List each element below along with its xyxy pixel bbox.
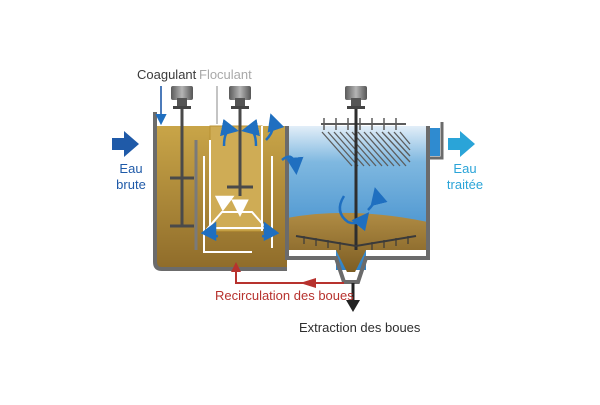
settling-tank [285, 86, 444, 284]
raw-water-label-line2: brute [116, 177, 146, 192]
reaction-tank-wall [153, 112, 287, 271]
reaction-flow-arrows [200, 113, 285, 242]
scraper-blades [303, 236, 409, 250]
raw-water-label-line1: Eau [119, 161, 143, 176]
flocculation-mixer [227, 86, 253, 196]
coagulant-label: Coagulant [137, 67, 197, 82]
treated-water-label-line1: Eau [453, 161, 477, 176]
floculant-label: Floculant [199, 67, 252, 82]
sludge-recirculation-line [231, 262, 344, 288]
settling-flow-arrows [281, 155, 388, 232]
coagulation-mixer [170, 86, 194, 228]
sludge-extraction-line [346, 283, 360, 312]
raw-water-inflow-arrow [112, 131, 139, 157]
recirculation-label: Recirculation des boues [215, 288, 354, 303]
extraction-label: Extraction des boues [299, 320, 421, 335]
treated-water-outflow-arrow [448, 131, 475, 157]
reaction-tank [153, 112, 289, 271]
launder-nozzles [323, 118, 397, 130]
treated-water-label-line2: traitée [446, 177, 484, 192]
